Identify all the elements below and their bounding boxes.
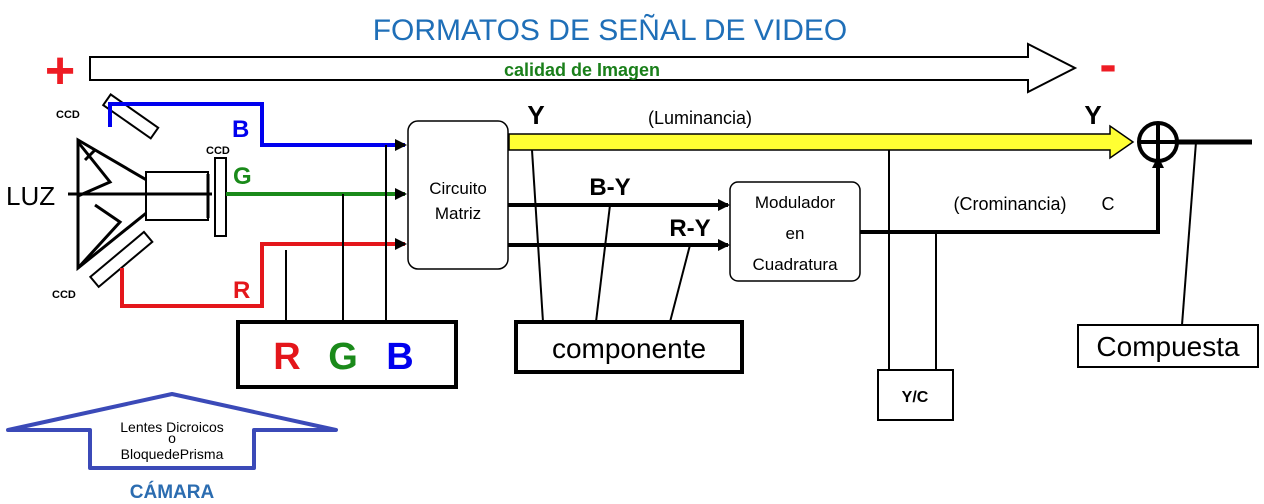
- luminance-arrow: [508, 124, 1135, 160]
- component-output-label: componente: [552, 333, 706, 364]
- ccd-top-label: CCD: [56, 109, 80, 121]
- b-minus-y-label: B-Y: [589, 174, 630, 201]
- ccd-bottom-sensor: [88, 230, 154, 289]
- light-label: LUZ: [6, 181, 55, 211]
- modulator-line2: en: [786, 224, 805, 243]
- r-minus-y-label: R-Y: [669, 215, 710, 242]
- blue-channel-line: [108, 102, 405, 147]
- matrix-line1: Circuito: [429, 179, 487, 198]
- chrominance-label: (Crominancia): [953, 194, 1066, 214]
- y-signal-right-label: Y: [1084, 100, 1101, 130]
- camera-label: CÁMARA: [130, 481, 215, 503]
- ccd-middle-sensor: [214, 157, 227, 237]
- prism-label-line2: o: [168, 430, 176, 446]
- c-signal-label: C: [1102, 194, 1115, 214]
- composite-output-box: [1077, 324, 1259, 368]
- rgb-output-g: G: [328, 336, 358, 378]
- prism-callout-arrow: [6, 392, 338, 470]
- yc-output-box: [877, 369, 954, 421]
- component-output-box: [514, 320, 744, 374]
- camera-prism: [76, 137, 210, 272]
- minus-sign: -: [1099, 36, 1116, 94]
- rgb-output-box: [236, 320, 458, 389]
- matrix-line2: Matriz: [435, 204, 481, 223]
- green-channel-label: G: [233, 163, 252, 190]
- prism-label-line3: BloquedePrisma: [121, 446, 224, 462]
- luminance-label: (Luminancia): [648, 108, 752, 128]
- ccd-middle-label: CCD: [206, 145, 230, 157]
- quality-label: calidad de Imagen: [504, 60, 660, 80]
- quality-arrow: [89, 42, 1078, 94]
- diagram-title: FORMATOS DE SEÑAL DE VIDEO: [373, 13, 848, 47]
- composite-output-label: Compuesta: [1096, 331, 1240, 362]
- plus-sign: +: [45, 42, 75, 100]
- blue-channel-label: B: [232, 116, 249, 143]
- red-channel-line: [120, 242, 405, 308]
- chrominance-line: [860, 160, 1160, 234]
- modulator-line1: Modulador: [755, 193, 836, 212]
- ccd-bottom-label: CCD: [52, 289, 76, 301]
- red-channel-label: R: [233, 277, 250, 304]
- matrix-circuit-box: [407, 120, 509, 270]
- yc-output-label: Y/C: [902, 389, 929, 406]
- prism-label-line1: Lentes Dicroicos: [120, 419, 224, 435]
- rgb-output-b: B: [386, 336, 413, 378]
- y-signal-left-label: Y: [527, 100, 544, 130]
- rgb-output-r: R: [273, 336, 300, 378]
- modulator-line3: Cuadratura: [752, 255, 838, 274]
